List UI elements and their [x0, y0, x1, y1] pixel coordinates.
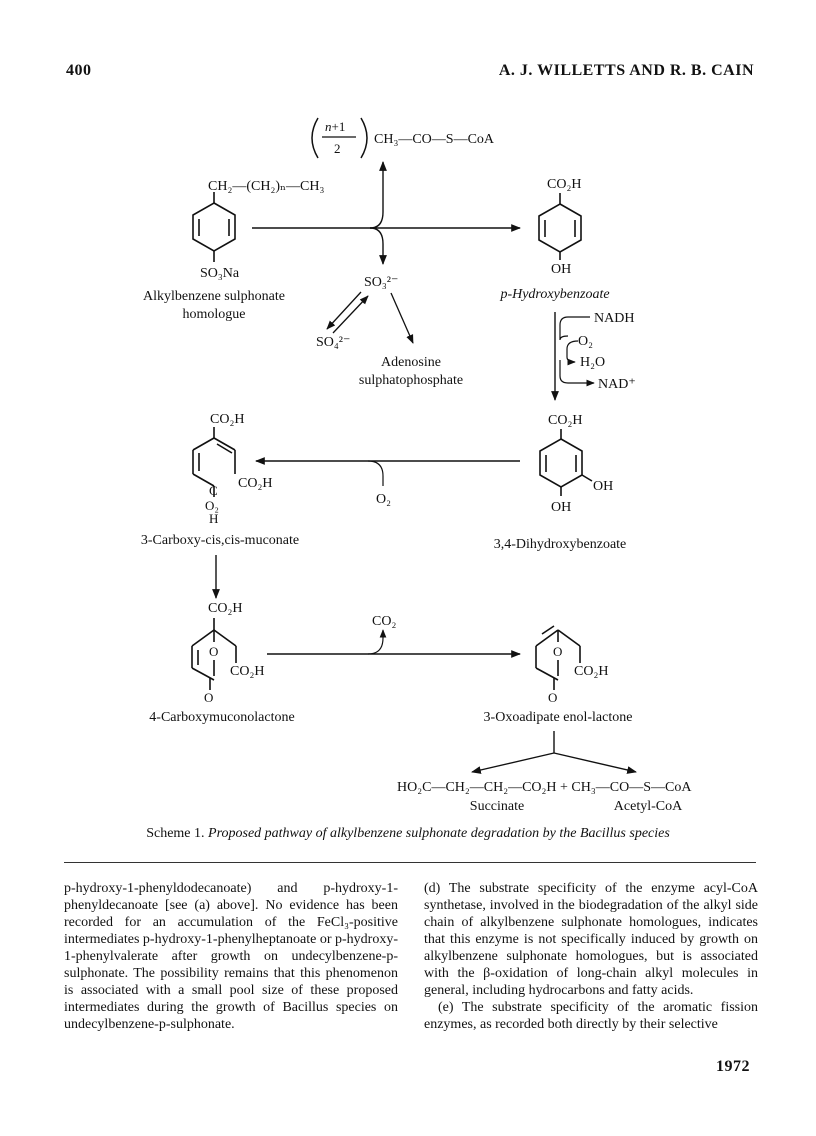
muconolactone-structure [191, 618, 237, 690]
muconate-carboxyl: CO₂H [210, 412, 244, 427]
arrow-to-sulphate [326, 291, 362, 330]
sulphonate-group: SO₃Na [200, 266, 240, 281]
enol-lactone-ring-oxygen: O [553, 644, 562, 659]
muconate-label-text: 3-Carboxy-cis,cis-muconate [141, 533, 299, 548]
muconate-label: 3-Carboxy-cis,cis-muconate [141, 533, 299, 548]
final-products-equation: HO₂C—CH₂—CH₂—CO₂H + CH₃—CO—S—CoA [397, 780, 692, 795]
dihydroxybenzoate-structure [539, 429, 593, 496]
o2-input-arrow [566, 340, 579, 357]
reaction-scheme: n+1 2 CH₃—CO—S—CoA CH₂—(CH₂)ₙ—CH₃ SO₃Na … [141, 117, 692, 814]
muconolactone-ring-oxygen: O [209, 644, 218, 659]
paragraph-d: (d) The substrate specificity of the enz… [424, 881, 758, 998]
left-paragraph: p-hydroxy-1-phenyldodecanoate) and p-hyd… [64, 881, 398, 1032]
arrow-to-acetyl [369, 161, 387, 229]
hydroxybenzoate-carboxyl: CO₂H [547, 177, 581, 192]
co2-label: CO₂ [372, 614, 396, 629]
caption-prefix: Scheme 1. [146, 826, 205, 841]
succinate-label: Succinate [470, 799, 524, 814]
enol-lactone-structure [535, 625, 581, 690]
svg-text:n+1: n+1 [325, 119, 345, 134]
co2-output-arrow [367, 629, 387, 655]
paragraph-e: (e) The substrate specificity of the aro… [424, 1000, 758, 1032]
arrow-to-sulphite [369, 227, 387, 265]
dihydroxybenzoate-label: 3,4-Dihydroxybenzoate [494, 537, 627, 552]
h2o-output-arrow [566, 356, 576, 366]
body-right-column: (d) The substrate specificity of the enz… [424, 880, 758, 1033]
o2-label: O₂ [578, 334, 593, 349]
muconolactone-carbonyl-oxygen: O [204, 690, 213, 705]
arrow-to-adenosine [390, 292, 414, 344]
dihydroxybenzoate-carboxyl: CO₂H [548, 413, 582, 428]
dihydroxybenzoate-4-hydroxyl: OH [551, 500, 571, 515]
alkylbenzene-label-2: homologue [183, 307, 246, 322]
muconate-structure [192, 427, 236, 497]
acetyl-coa-label: Acetyl-CoA [614, 799, 683, 814]
arrow-to-succinate [471, 752, 555, 774]
hydroxybenzoate-label: p-Hydroxybenzoate [499, 287, 609, 302]
acetyl-product-formula: CH₃—CO—S—CoA [374, 132, 495, 147]
o2-fission-input [367, 460, 384, 486]
enol-lactone-carbonyl-oxygen: O [548, 690, 557, 705]
sulphite-label: SO₃²⁻ [364, 275, 398, 290]
arrow-to-acetyl-coa [553, 752, 637, 774]
muconate-o2: O₂ [205, 498, 219, 513]
muconate-h: H [209, 511, 218, 526]
running-header-authors: A. J. WILLETTS AND R. B. CAIN [498, 62, 754, 79]
arrow-sulphate-back [332, 295, 369, 334]
enol-lactone-carboxyl: CO₂H [574, 664, 608, 679]
scheme-caption: Scheme 1. Proposed pathway of alkylbenze… [0, 826, 816, 842]
sulphate-label: SO₄²⁻ [316, 335, 350, 350]
nad-output-arrow [559, 360, 595, 387]
alkylbenzene-label-1: Alkylbenzene sulphonate [143, 289, 285, 304]
h2o-label: H₂O [580, 355, 605, 370]
svg-text:2: 2 [334, 141, 341, 156]
page-number: 400 [66, 62, 92, 79]
muconate-c: C [209, 483, 218, 498]
adenosine-label-1: Adenosine [381, 355, 441, 370]
nad-label: NAD⁺ [598, 377, 636, 392]
muconolactone-label: 4-Carboxymuconolactone [149, 710, 294, 725]
dihydroxybenzoate-3-hydroxyl: OH [593, 479, 613, 494]
acetyl-coa-product: n+1 2 CH₃—CO—S—CoA [311, 117, 495, 159]
footer-year: 1972 [716, 1058, 750, 1075]
adenosine-label-2: sulphatophosphate [359, 373, 463, 388]
body-left-column: p-hydroxy-1-phenyldodecanoate) and p-hyd… [64, 880, 398, 1033]
muconolactone-side-carboxyl: CO₂H [230, 664, 264, 679]
alkylbenzene-structure [192, 192, 236, 262]
hydroxybenzoate-hydroxyl: OH [551, 262, 571, 277]
caption-text: Proposed pathway of alkylbenzene sulphon… [208, 826, 670, 841]
hydroxybenzoate-structure [538, 193, 582, 260]
nadh-label: NADH [594, 311, 634, 326]
o2-fission-label: O₂ [376, 492, 391, 507]
separator-rule [64, 862, 756, 863]
muconate-side-carboxyl: CO₂H [238, 476, 272, 491]
side-chain-formula: CH₂—(CH₂)ₙ—CH₃ [208, 179, 324, 194]
muconolactone-carboxyl: CO₂H [208, 601, 242, 616]
nadh-input-arrow [559, 316, 590, 341]
enol-lactone-label: 3-Oxoadipate enol-lactone [484, 710, 633, 725]
